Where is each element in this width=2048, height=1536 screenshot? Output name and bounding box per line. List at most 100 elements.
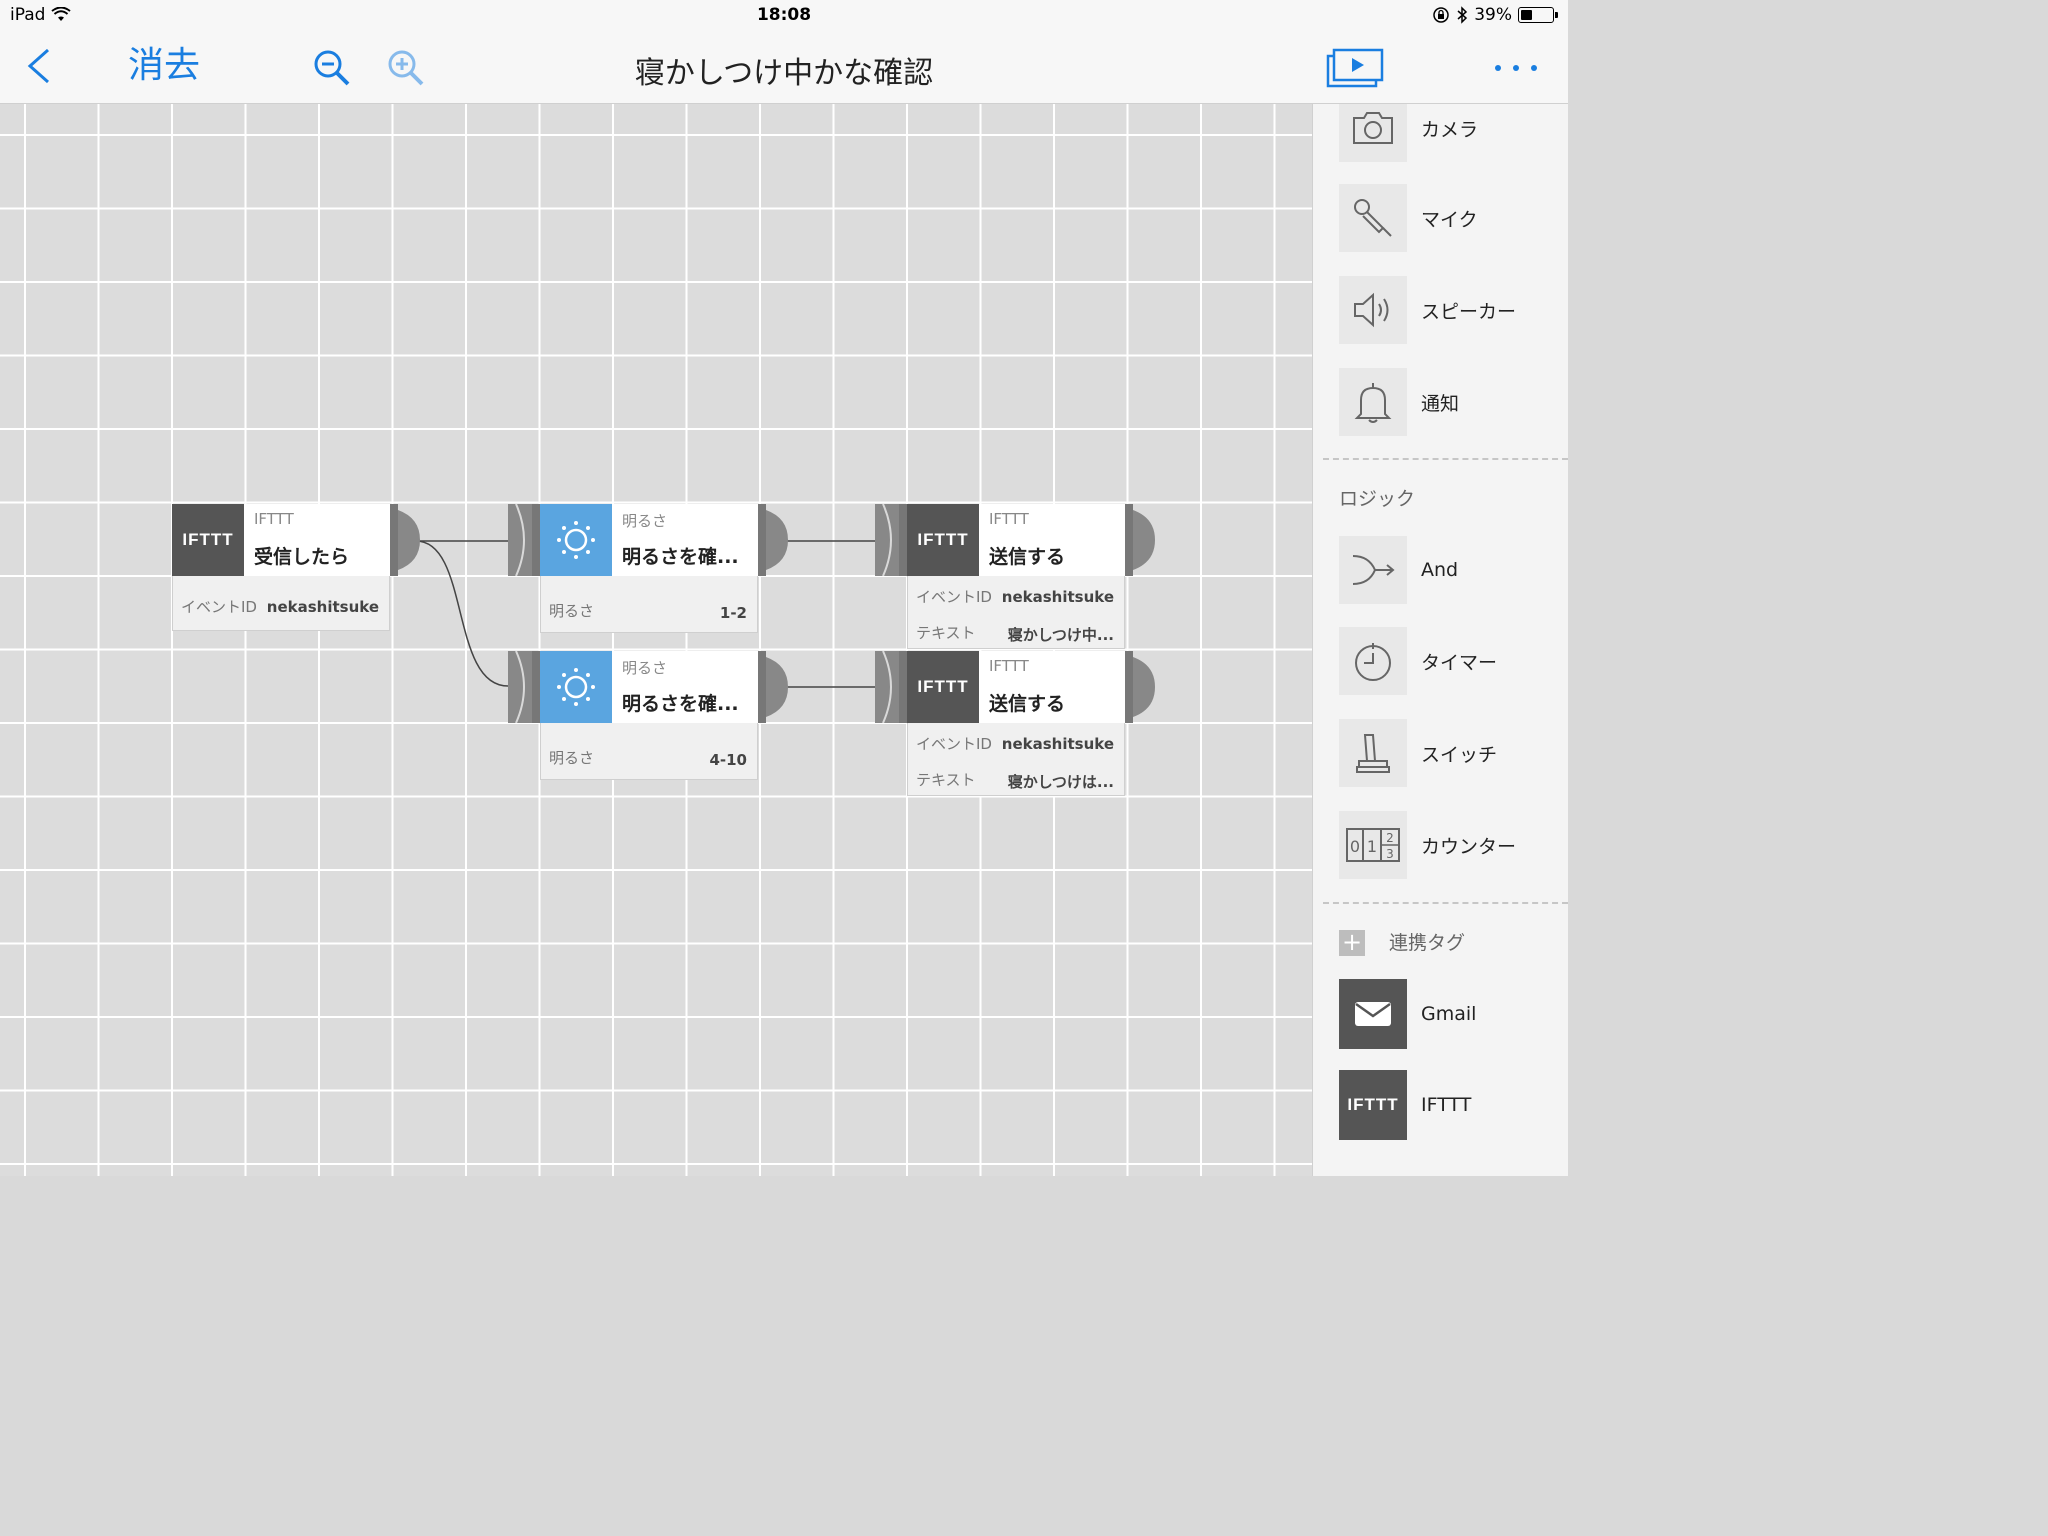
ifttt-icon: IFTTT xyxy=(907,651,979,723)
more-dots-icon xyxy=(1495,65,1537,71)
palette-item-switch[interactable]: スイッチ xyxy=(1339,719,1568,787)
palette-item-and[interactable]: And xyxy=(1339,536,1568,604)
palette-item-speaker[interactable]: スピーカー xyxy=(1339,276,1568,344)
more-button[interactable] xyxy=(1494,48,1538,92)
property-value: nekashitsuke xyxy=(1001,735,1114,753)
navigation-bar: 消去 寝かしつけ中かな確認 xyxy=(0,30,1568,104)
node-ifttt-send-1[interactable]: IFTTT IFTTT 送信する イベントID nekashitsuke テキス… xyxy=(875,504,1155,649)
delete-button[interactable]: 消去 xyxy=(128,45,201,86)
palette-item-label: タイマー xyxy=(1421,651,1498,674)
property-value: nekashitsuke xyxy=(1001,588,1114,606)
palette-item-microphone[interactable]: マイク xyxy=(1339,184,1568,252)
node-category: IFTTT xyxy=(989,510,1029,528)
node-category: 明るさ xyxy=(622,512,668,530)
node-properties: 明るさ 1-2 xyxy=(540,576,758,633)
wifi-icon xyxy=(51,7,72,21)
battery-percent: 39% xyxy=(1474,5,1512,25)
palette-item-gmail[interactable]: Gmail xyxy=(1339,979,1568,1049)
zoom-in-button[interactable] xyxy=(386,48,426,92)
section-divider xyxy=(1323,902,1568,904)
counter-digit-1: 1 xyxy=(1367,837,1377,856)
property-value: nekashitsuke xyxy=(266,598,379,616)
node-brightness-2[interactable]: 明るさ 明るさを確... 明るさ 4-10 xyxy=(508,651,788,780)
output-port[interactable] xyxy=(758,504,788,576)
ifttt-icon: IFTTT xyxy=(172,504,244,576)
property-value: 4-10 xyxy=(709,751,747,769)
palette-item-label: 通知 xyxy=(1421,392,1460,415)
property-row: イベントID nekashitsuke xyxy=(173,576,389,630)
timer-icon xyxy=(1339,627,1407,695)
input-port[interactable] xyxy=(508,651,540,723)
node-properties: イベントID nekashitsuke テキスト 寝かしつけは... xyxy=(907,723,1125,796)
property-row: テキスト 寝かしつけは... xyxy=(908,759,1124,795)
palette-item-label: カメラ xyxy=(1421,118,1479,141)
bluetooth-icon xyxy=(1457,6,1468,24)
palette-item-label: Gmail xyxy=(1421,1003,1477,1025)
section-title-logic: ロジック xyxy=(1339,488,1416,510)
property-key: 明るさ xyxy=(549,749,595,767)
connection-wires xyxy=(415,540,876,688)
microphone-icon xyxy=(1339,184,1407,252)
zoom-out-button[interactable] xyxy=(312,48,352,92)
input-port[interactable] xyxy=(875,504,907,576)
property-row: イベントID nekashitsuke xyxy=(908,723,1124,759)
palette-item-timer[interactable]: タイマー xyxy=(1339,627,1568,695)
node-ifttt-send-2[interactable]: IFTTT IFTTT 送信する イベントID nekashitsuke テキス… xyxy=(875,651,1155,796)
palette-item-camera[interactable]: カメラ xyxy=(1339,104,1568,162)
app-root: iPad 18:08 39% 消去 寝かしつけ中かな確認 xyxy=(0,0,1568,1176)
node-name: 送信する xyxy=(989,693,1066,715)
add-tag-button[interactable]: + xyxy=(1339,930,1365,956)
node-header: 明るさ 明るさを確... xyxy=(508,651,788,723)
node-name: 受信したら xyxy=(254,546,350,568)
property-value: 寝かしつけ中... xyxy=(1007,626,1114,644)
section-title-tags: 連携タグ xyxy=(1389,932,1466,954)
output-port[interactable] xyxy=(1125,504,1155,576)
property-value: 寝かしつけは... xyxy=(1007,773,1114,791)
status-bar: iPad 18:08 39% xyxy=(0,0,1568,30)
node-properties: 明るさ 4-10 xyxy=(540,723,758,780)
input-port[interactable] xyxy=(508,504,540,576)
battery-icon xyxy=(1518,7,1558,23)
brightness-sun-icon xyxy=(540,651,612,723)
back-button[interactable] xyxy=(22,44,56,88)
recipe-canvas[interactable]: IFTTT IFTTT 受信したら イベントID nekashitsuke 明る… xyxy=(0,104,1312,1176)
node-ifttt-receive[interactable]: IFTTT IFTTT 受信したら イベントID nekashitsuke xyxy=(172,504,420,631)
node-header: 明るさ 明るさを確... xyxy=(508,504,788,576)
palette-item-notification[interactable]: 通知 xyxy=(1339,368,1568,436)
camera-icon xyxy=(1339,104,1407,162)
mail-icon xyxy=(1339,979,1407,1049)
switch-icon xyxy=(1339,719,1407,787)
brightness-sun-icon xyxy=(540,504,612,576)
bell-icon xyxy=(1339,368,1407,436)
palette-item-label: スイッチ xyxy=(1421,743,1498,766)
node-name: 明るさを確... xyxy=(622,693,739,715)
node-name: 送信する xyxy=(989,546,1066,568)
output-port[interactable] xyxy=(758,651,788,723)
counter-digit-0: 0 xyxy=(1350,837,1360,856)
ifttt-logo-text: IFTTT xyxy=(182,530,234,549)
and-merge-icon xyxy=(1339,536,1407,604)
node-properties: イベントID nekashitsuke xyxy=(172,576,390,631)
palette-item-label: IFTTT xyxy=(1421,1094,1472,1116)
property-row: 明るさ 1-2 xyxy=(541,576,757,632)
input-port[interactable] xyxy=(875,651,907,723)
node-header: IFTTT IFTTT 送信する xyxy=(875,651,1155,723)
component-palette: カメラ マイク スピーカー 通知 ロジック And xyxy=(1312,104,1568,1176)
node-category: 明るさ xyxy=(622,659,668,677)
counter-digit-2: 2 xyxy=(1386,831,1394,845)
output-port[interactable] xyxy=(1125,651,1155,723)
palette-item-label: スピーカー xyxy=(1421,300,1517,323)
run-recipe-button[interactable] xyxy=(1326,48,1384,92)
node-brightness-1[interactable]: 明るさ 明るさを確... 明るさ 1-2 xyxy=(508,504,788,633)
property-key: テキスト xyxy=(916,771,976,789)
node-header: IFTTT IFTTT 送信する xyxy=(875,504,1155,576)
play-window-icon xyxy=(1326,48,1384,88)
palette-item-label: カウンター xyxy=(1421,835,1517,858)
zoom-out-icon xyxy=(314,50,350,86)
palette-item-ifttt[interactable]: IFTTT IFTTT xyxy=(1339,1070,1568,1140)
palette-item-label: マイク xyxy=(1421,208,1478,231)
output-port[interactable] xyxy=(390,504,420,576)
node-category: IFTTT xyxy=(254,510,294,528)
